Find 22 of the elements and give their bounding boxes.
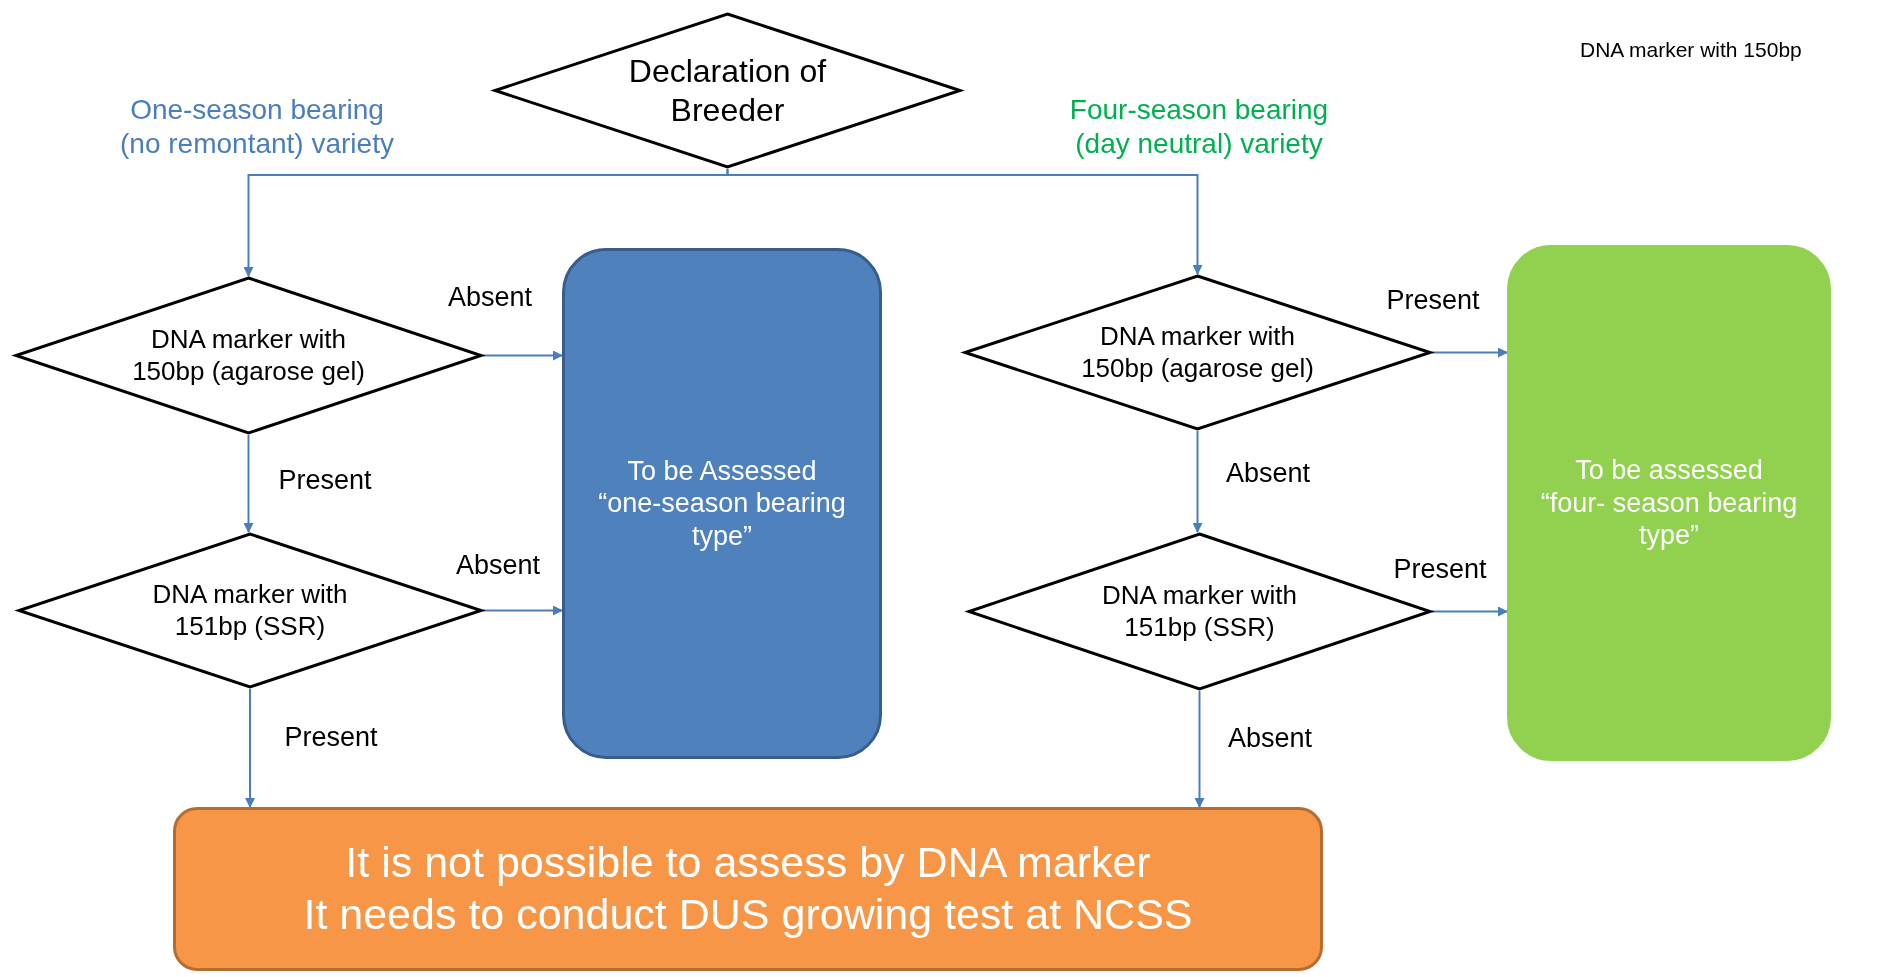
node-text: DNA marker with 151bp (SSR) <box>1100 580 1298 643</box>
node-text: To be Assessed “one-season bearing type” <box>597 454 847 553</box>
arrow <box>726 168 1203 275</box>
arrow <box>1431 347 1508 358</box>
arrow <box>1192 430 1203 533</box>
arrow <box>482 605 563 616</box>
arrow <box>482 350 563 361</box>
process-box <box>173 807 1323 971</box>
node-text: DNA marker with 151bp (SSR) <box>151 579 349 642</box>
arrow <box>243 434 254 533</box>
node-text: It is not possible to assess by DNA marker <box>345 837 1151 889</box>
arrow <box>1431 606 1508 617</box>
arrow <box>245 688 255 808</box>
note-text: DNA marker with 150bp <box>1580 38 1802 62</box>
process-box <box>562 248 882 759</box>
node-text: Declaration of Breeder <box>627 52 828 129</box>
arrow <box>1194 690 1205 808</box>
node-text: DNA marker with 150bp (agarose gel) <box>131 324 366 387</box>
process-box <box>1507 245 1831 761</box>
node-text: To be assessed “four- season bearing type” <box>1540 454 1798 552</box>
node-text: It needs to conduct DUS growing test at NCSS <box>303 889 1193 940</box>
node-text: DNA marker with 150bp (agarose gel) <box>1080 321 1315 384</box>
